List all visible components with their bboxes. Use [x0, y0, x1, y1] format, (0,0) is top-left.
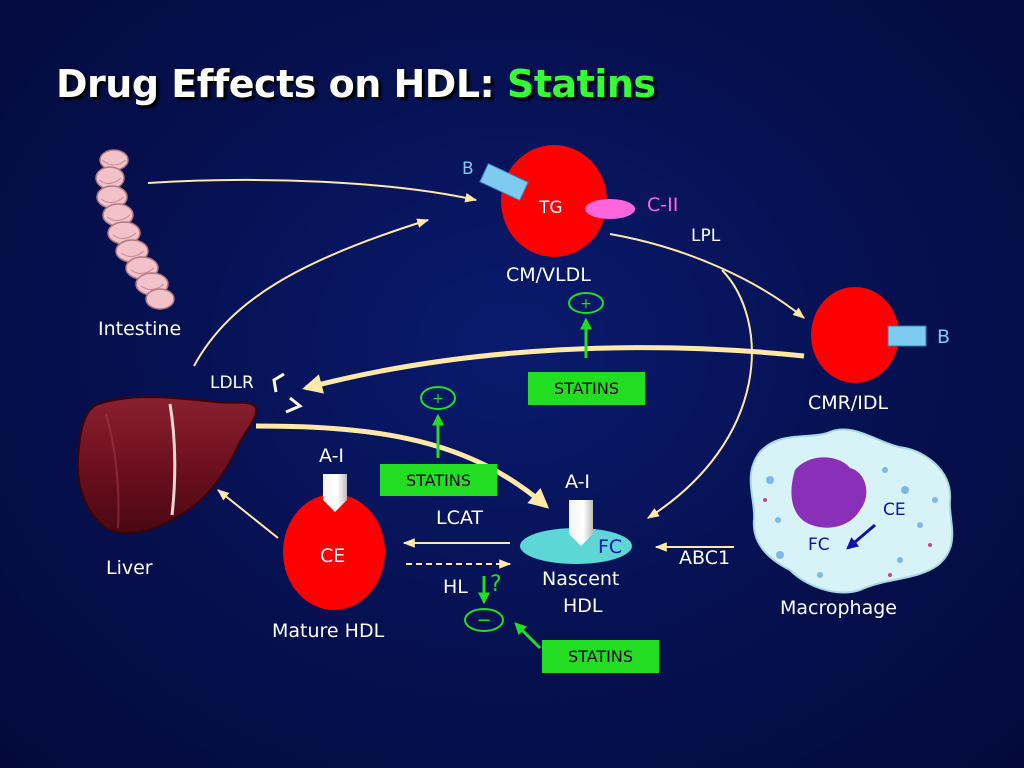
macrophage-illustration: [749, 428, 954, 594]
statins-top-box: [528, 372, 645, 405]
ce-macro-label: CE: [883, 500, 906, 520]
question-mark: ?: [490, 572, 502, 597]
c-ii-label: C-II: [647, 194, 678, 216]
mature-hdl-particle: [283, 494, 385, 610]
ldlr-label: LDLR: [210, 373, 254, 393]
ldlr-receptor: [272, 372, 303, 414]
intestine-to-cm-arrow: [147, 179, 478, 203]
minus-bottom: −: [476, 610, 491, 631]
mature-to-liver-arrow: [217, 489, 279, 539]
cm-to-cmr-arrow: [609, 233, 805, 319]
ce-to-fc-arrow: [846, 523, 876, 550]
macrophage-label: Macrophage: [780, 597, 897, 619]
hl-label: HL: [443, 576, 468, 598]
nascent-line1: Nascent: [542, 568, 619, 590]
cmr-idl-label: CMR/IDL: [808, 392, 888, 414]
statins-bottom-arrow: [514, 622, 542, 650]
b-top-label: B: [462, 159, 474, 179]
statins-bottom-label: STATINS: [568, 647, 633, 666]
apoa1-mature: [323, 474, 347, 512]
abc1-label: ABC1: [679, 547, 730, 569]
statins-top-group: + STATINS: [528, 292, 645, 405]
mature-hdl-label: Mature HDL: [272, 620, 385, 642]
cm-vldl-particle: [501, 145, 607, 257]
apob-right: [887, 325, 927, 347]
nascent-hdl-disc: [520, 528, 632, 564]
cm-vldl-label: CM/VLDL: [506, 264, 591, 286]
plus-top: +: [580, 296, 592, 312]
apob-top: [479, 162, 529, 202]
ce-mature-label: CE: [320, 545, 345, 567]
metabolic-arrows: [147, 179, 805, 569]
plus-top-circle: [568, 292, 604, 314]
tg-label: TG: [538, 198, 563, 218]
intestine-label: Intestine: [98, 318, 181, 340]
statins-middle-box: [380, 464, 497, 496]
statins-bottom-box: [542, 640, 659, 673]
plus-middle-circle: [420, 386, 456, 410]
b-right-label: B: [937, 326, 950, 348]
minus-circle: [464, 608, 504, 632]
liver-to-nascent-arrow: [255, 423, 550, 509]
title-accent: Statins: [506, 62, 656, 106]
fc-nascent-label: FC: [598, 536, 622, 558]
liver-label: Liver: [106, 557, 153, 579]
liver-to-vldl-arrow: [193, 218, 430, 367]
apoa1-nascent: [569, 500, 593, 546]
plus-middle: +: [432, 391, 444, 407]
apoc2: [585, 199, 635, 219]
slide-title: Drug Effects on HDL: Statins: [56, 62, 656, 106]
title-main: Drug Effects on HDL:: [56, 62, 507, 106]
cmr-idl-particle: [811, 287, 899, 383]
nascent-line2: HDL: [563, 595, 603, 617]
statins-bottom-group: − STATINS: [464, 576, 659, 673]
fc-macro-label: FC: [808, 535, 830, 555]
statins-top-label: STATINS: [554, 379, 619, 398]
statins-middle-label: STATINS: [406, 471, 471, 490]
a-i-left-label: A-I: [319, 445, 344, 467]
lpl-label: LPL: [691, 226, 721, 246]
a-i-right-label: A-I: [565, 471, 590, 493]
lcat-label: LCAT: [436, 507, 483, 529]
intestine-illustration: [95, 149, 175, 310]
lpl-to-nascent-arrow: [646, 269, 753, 519]
statins-middle-group: + STATINS: [380, 386, 497, 496]
liver-illustration: [76, 396, 258, 534]
cmr-to-ldlr-arrow: [302, 345, 805, 394]
